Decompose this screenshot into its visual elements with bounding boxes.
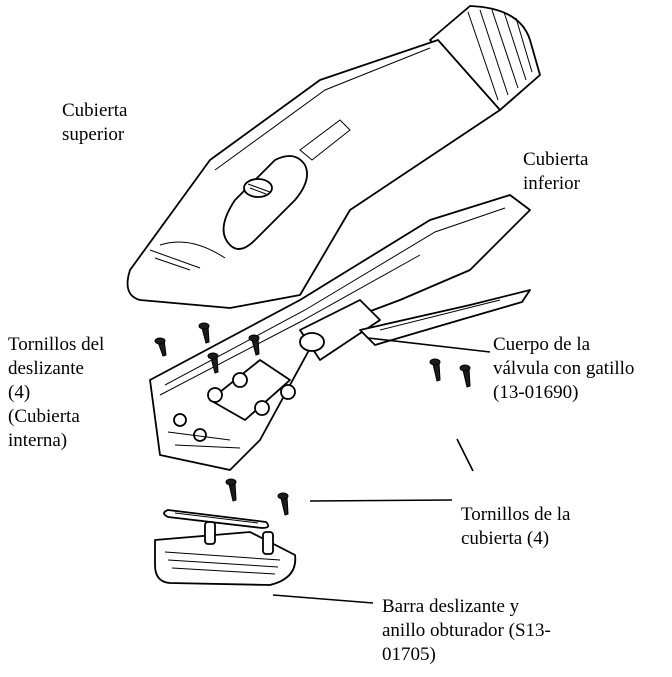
label-upper-cover: Cubierta superior	[62, 100, 128, 145]
label-slide-screws: Tornillos del deslizante (4) (Cubierta i…	[8, 334, 105, 451]
leader-line-cover-screws-top	[456, 438, 474, 472]
slide-screws	[154, 322, 260, 374]
label-lower-cover: Cubierta inferior	[523, 149, 589, 194]
leader-line-slide-bar	[272, 594, 374, 604]
seal-ring-part	[163, 509, 270, 529]
leader-line-valve-body	[367, 337, 491, 353]
slide-bar-part	[154, 521, 297, 586]
lower-cover-part	[149, 194, 531, 471]
upper-cover-part	[126, 5, 541, 309]
label-slide-bar: Barra deslizante y anillo obturador (S13…	[382, 596, 551, 665]
leader-line-cover-screws-bottom	[309, 499, 453, 502]
cover-screws	[225, 358, 471, 516]
label-cover-screws: Tornillos de la cubierta (4)	[461, 504, 571, 549]
label-valve-body: Cuerpo de la válvula con gatillo (13-016…	[493, 334, 635, 403]
